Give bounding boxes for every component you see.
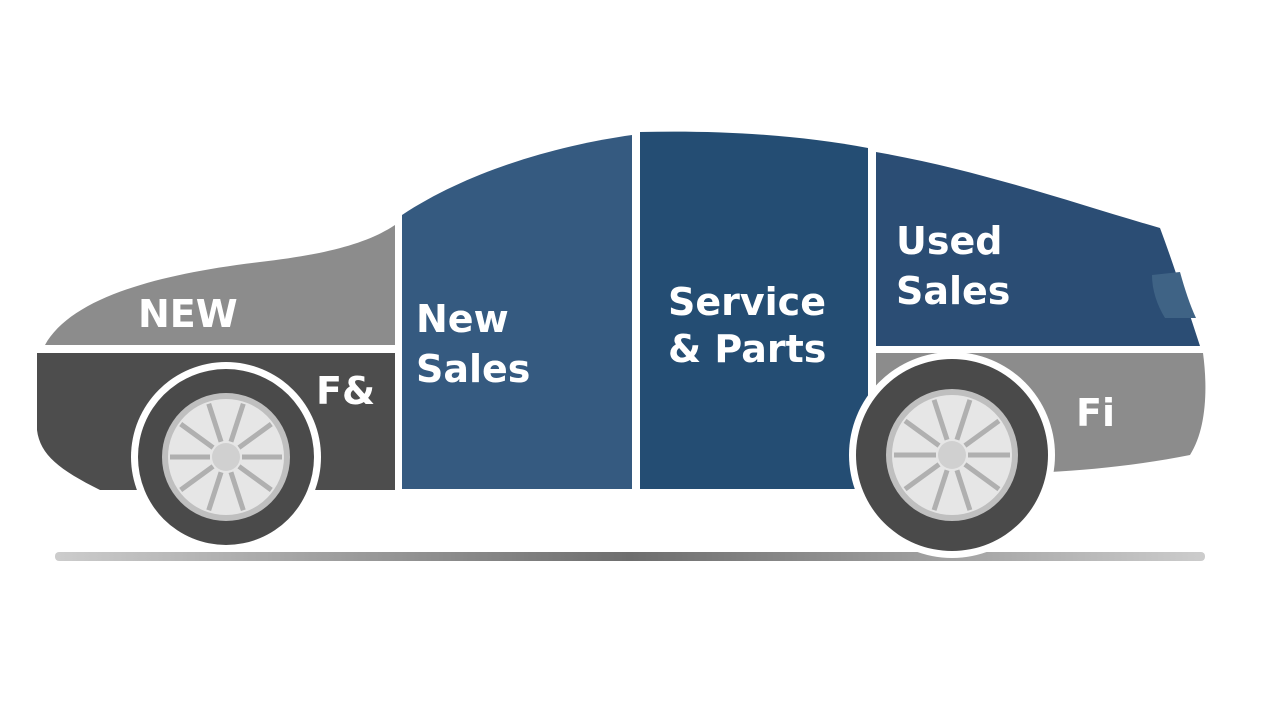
rim-spoke [179, 464, 215, 492]
label-trunk-line1: Used [896, 219, 1002, 263]
rim-spoke [179, 422, 215, 450]
rear-wheel [849, 352, 1055, 558]
tail-light [1152, 272, 1196, 318]
rim-spoke [954, 469, 973, 511]
label-rear-door-line2: & Parts [668, 327, 826, 371]
rim-spoke [963, 418, 1001, 448]
label-rear-lower: Fi [1076, 391, 1115, 435]
rim-spoke [228, 471, 246, 512]
ground-shadow [55, 552, 1205, 561]
rim-spoke [206, 402, 224, 443]
rim-spoke [237, 464, 273, 492]
segment-front-door [402, 135, 632, 489]
label-rear-door-line1: Service [668, 280, 826, 324]
label-trunk-line2: Sales [896, 269, 1010, 313]
rim-spoke [228, 402, 246, 443]
label-hood: NEW [138, 292, 238, 336]
rim-spoke [903, 418, 941, 448]
rim-spoke [903, 462, 941, 492]
front-wheel [131, 362, 321, 552]
label-front-door-line2: Sales [416, 347, 530, 391]
rim-spoke [931, 399, 950, 441]
label-front-door-line1: New [416, 297, 509, 341]
segment-hood [45, 225, 395, 345]
label-front-lower: F& [316, 369, 375, 413]
rim-spoke [237, 422, 273, 450]
rim-spoke [954, 399, 973, 441]
rim-spoke [963, 462, 1001, 492]
rim-spoke [206, 471, 224, 512]
rim-spoke [931, 469, 950, 511]
segment-rear-door [640, 131, 868, 490]
segment-trunk [876, 152, 1200, 346]
